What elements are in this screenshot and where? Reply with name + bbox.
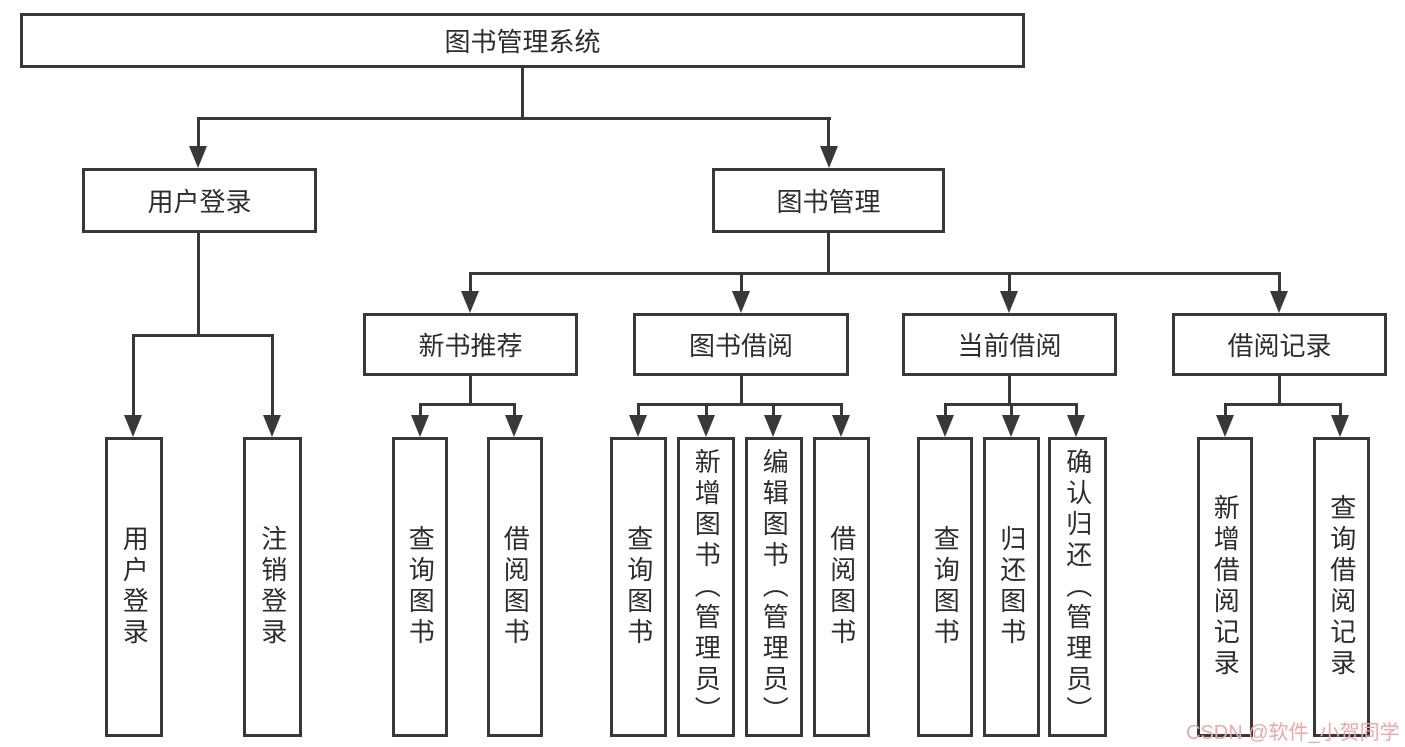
leaf-bb-edit-books-admin: 编辑图书（管理员） [745,437,803,737]
arrow-down-icon [697,415,715,437]
leaf-bb-query-books-label: 查询图书 [623,525,654,649]
connector-line-v [772,403,775,418]
connector-line-v [1010,403,1013,418]
arrow-down-icon [832,415,850,437]
node-library-management-system: 图书管理系统 [20,13,1025,68]
connector-line-v [1339,403,1342,418]
connector-line-v [1008,272,1011,294]
arrow-down-icon [1000,291,1018,313]
arrow-down-icon [732,291,750,313]
leaf-br-query-record: 查询借阅记录 [1313,437,1370,737]
node-new-book-recommend: 新书推荐 [363,313,578,376]
arrow-down-icon [1216,415,1234,437]
leaf-cb-query-books: 查询图书 [917,437,973,737]
arrow-down-icon [461,291,479,313]
connector-line-v [840,403,843,418]
connector-line-h [469,272,1281,275]
connector-line-h [637,403,843,406]
leaf-nb-query-books-label: 查询图书 [405,525,436,649]
leaf-user-login: 用户登录 [105,437,163,737]
arrow-down-icon [1002,415,1020,437]
leaf-cb-confirm-return-admin: 确认归还（管理员） [1048,437,1107,737]
connector-line-v [827,117,830,150]
arrow-down-icon [1331,415,1349,437]
leaf-user-login-label: 用户登录 [119,525,150,649]
connector-line-v [1278,374,1281,406]
connector-line-v [637,403,640,418]
arrow-down-icon [820,146,838,168]
connector-line-h [419,403,516,406]
node-book-management: 图书管理 [712,168,945,233]
leaf-nb-borrow-books-label: 借阅图书 [500,525,531,649]
arrow-down-icon [936,415,954,437]
connector-line-v [197,117,200,150]
connector-line-h [197,117,831,120]
leaf-cb-confirm-return-admin-label: 确认归还（管理员） [1062,447,1093,727]
connector-line-v [469,272,472,294]
connector-line-h [1224,403,1342,406]
arrow-down-icon [189,146,207,168]
node-borrow-records: 借阅记录 [1172,313,1387,376]
leaf-bb-borrow-books-label: 借阅图书 [826,525,857,649]
connector-line-v [271,334,274,418]
connector-line-v [419,403,422,418]
node-current-borrow: 当前借阅 [902,313,1117,376]
arrow-down-icon [505,415,523,437]
arrow-down-icon [629,415,647,437]
connector-line-v [1008,374,1011,406]
arrow-down-icon [263,415,281,437]
arrow-down-icon [411,415,429,437]
connector-line-v [513,403,516,418]
leaf-logout-label: 注销登录 [257,525,288,649]
leaf-cb-return-books-label: 归还图书 [996,525,1027,649]
leaf-logout: 注销登录 [243,437,302,737]
leaf-cb-return-books: 归还图书 [983,437,1040,737]
connector-line-v [1224,403,1227,418]
leaf-br-query-record-label: 查询借阅记录 [1326,494,1357,680]
connector-line-v [132,334,135,418]
connector-line-v [521,65,524,120]
arrow-down-icon [124,415,142,437]
leaf-nb-borrow-books: 借阅图书 [487,437,543,737]
connector-line-v [1278,272,1281,294]
arrow-down-icon [1067,415,1085,437]
connector-line-v [827,231,830,275]
connector-line-v [469,374,472,406]
leaf-bb-borrow-books: 借阅图书 [813,437,870,737]
arrow-down-icon [764,415,782,437]
leaf-bb-query-books: 查询图书 [610,437,667,737]
connector-line-v [197,231,200,337]
connector-line-h [132,334,274,337]
connector-line-v [944,403,947,418]
arrow-down-icon [1270,291,1288,313]
leaf-cb-query-books-label: 查询图书 [930,525,961,649]
connector-line-v [740,374,743,406]
connector-line-v [1075,403,1078,418]
node-book-borrow: 图书借阅 [633,313,849,376]
connector-line-v [705,403,708,418]
leaf-br-add-record-label: 新增借阅记录 [1210,494,1241,680]
leaf-bb-add-books-admin-label: 新增图书（管理员） [691,447,722,727]
csdn-watermark: CSDN @软件_小贺同学 [1186,722,1400,744]
leaf-bb-edit-books-admin-label: 编辑图书（管理员） [759,447,790,727]
leaf-nb-query-books: 查询图书 [392,437,448,737]
leaf-br-add-record: 新增借阅记录 [1197,437,1253,737]
node-user-login: 用户登录 [82,168,317,233]
leaf-bb-add-books-admin: 新增图书（管理员） [677,437,735,737]
connector-line-v [740,272,743,294]
